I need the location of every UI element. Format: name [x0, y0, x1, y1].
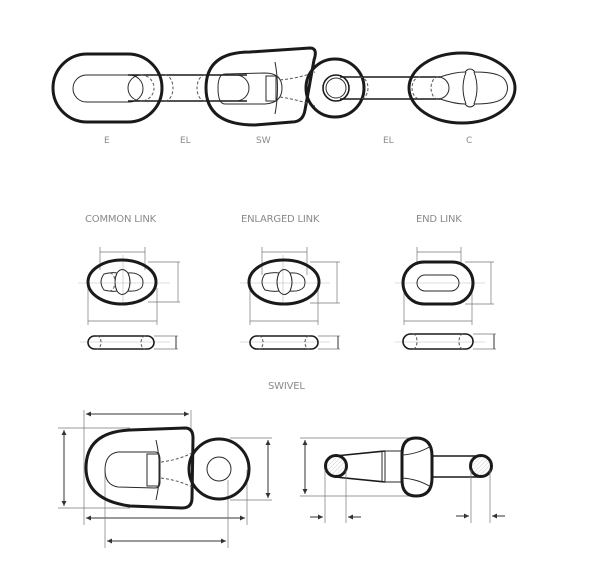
- enlarged-link-right-shape: [340, 76, 450, 100]
- swivel-front-view: [58, 410, 272, 548]
- swivel-shape: [204, 46, 317, 127]
- enlarged-link-title: ENLARGED LINK: [241, 214, 320, 225]
- enlarged-link-left-shape: [127, 74, 250, 102]
- chain-assembly: [51, 46, 517, 127]
- label-sw: SW: [256, 136, 271, 146]
- swivel-detail: SWIVEL: [58, 381, 505, 548]
- common-link-shape: [407, 51, 517, 125]
- swivel-title: SWIVEL: [268, 381, 305, 392]
- swivel-eye-shape: [304, 57, 366, 119]
- common-link-detail: COMMON LINK: [78, 214, 180, 350]
- label-e: E: [104, 136, 110, 146]
- enlarged-link-detail: ENLARGED LINK: [240, 214, 340, 350]
- common-link-title: COMMON LINK: [85, 214, 157, 225]
- label-el-2: EL: [383, 136, 394, 146]
- end-link-shape: [51, 52, 164, 124]
- swivel-side-view: [300, 436, 505, 523]
- end-link-title: END LINK: [416, 214, 462, 225]
- label-c: C: [466, 136, 472, 146]
- label-el-1: EL: [180, 136, 191, 146]
- assembly-labels: E EL SW EL C: [104, 136, 472, 146]
- end-link-detail: END LINK: [395, 214, 496, 350]
